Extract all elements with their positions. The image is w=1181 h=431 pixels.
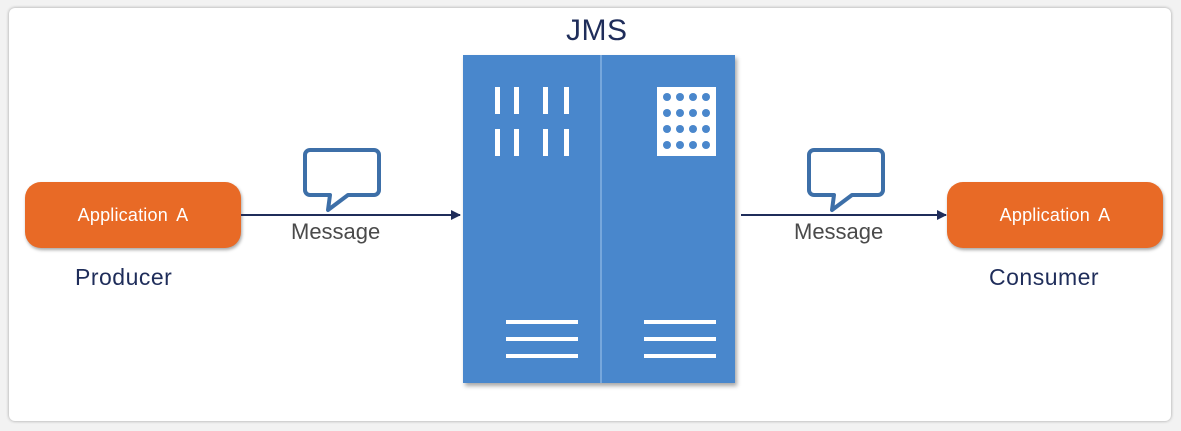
producer-label: Producer	[75, 264, 173, 290]
jms-title: JMS	[566, 14, 628, 47]
producer-application-box: Application A	[25, 182, 241, 248]
server-vent-bars	[495, 87, 569, 156]
producer-application-label: Application A	[77, 204, 189, 225]
server-dot-panel	[657, 87, 716, 156]
speech-bubble-icon	[303, 148, 381, 212]
speech-bubble-icon	[807, 148, 885, 212]
consumer-application-label: Application A	[999, 204, 1111, 225]
consumer-application-box: Application A	[947, 182, 1163, 248]
message-label-right: Message	[794, 219, 884, 244]
consumer-label: Consumer	[989, 264, 1100, 290]
server-slots	[506, 320, 716, 358]
message-label-left: Message	[291, 219, 381, 244]
